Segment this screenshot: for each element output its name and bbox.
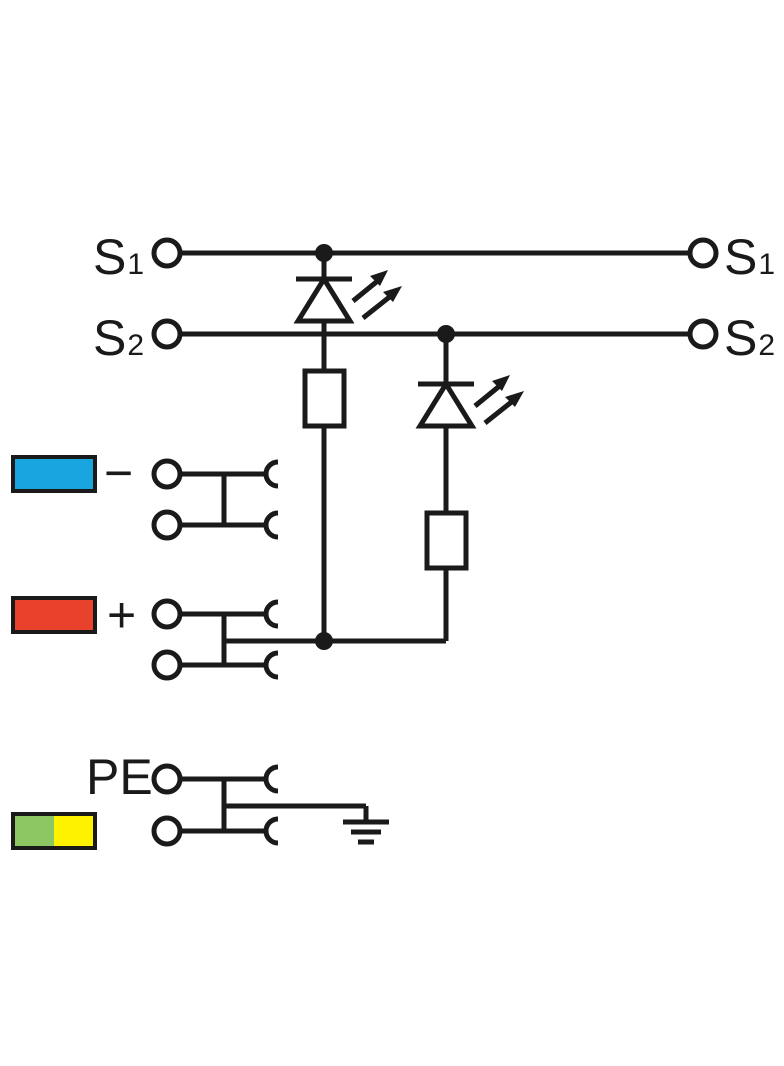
- plus-label: +: [107, 587, 136, 643]
- led-diode-icon: [293, 270, 402, 324]
- spring-clamp-icon: [263, 816, 279, 846]
- terminal-circle-icon: [151, 509, 183, 541]
- spring-clamp-icon: [263, 459, 279, 489]
- terminal-s1-right-icon: [687, 237, 719, 269]
- terminal-circle-icon: [151, 763, 183, 795]
- spring-clamp-icon: [263, 510, 279, 540]
- terminal-s1-left-icon: [151, 237, 183, 269]
- label-s1-left: S1: [93, 229, 144, 285]
- terminal-s2-left-icon: [151, 318, 183, 350]
- bus-s2: [151, 318, 719, 350]
- spring-clamp-icon: [263, 764, 279, 794]
- terminal-circle-icon: [151, 649, 183, 681]
- label-s1-right: S1: [724, 229, 775, 285]
- pe-terminal-group: PE: [11, 749, 389, 850]
- resistor-icon: [424, 510, 469, 571]
- led-diode-icon: [415, 375, 524, 429]
- terminal-circle-icon: [151, 458, 183, 490]
- pe-label: PE: [86, 749, 153, 805]
- resistor-icon: [302, 368, 347, 429]
- plus-terminal-group: +: [11, 587, 279, 681]
- junction-plus: [315, 632, 333, 650]
- minus-color-marker: [11, 455, 97, 493]
- bus-s1: [151, 237, 719, 269]
- ground-icon: [343, 806, 389, 845]
- label-s2-right: S2: [724, 310, 775, 366]
- pe-color-marker: [11, 812, 97, 850]
- light-rays-icon: [473, 375, 524, 425]
- branch-2: [224, 334, 524, 650]
- terminal-circle-icon: [151, 598, 183, 630]
- minus-terminal-group: −: [11, 445, 279, 541]
- spring-clamp-icon: [263, 650, 279, 680]
- light-rays-icon: [351, 270, 402, 320]
- minus-label: −: [104, 445, 133, 501]
- terminal-circle-icon: [151, 815, 183, 847]
- spring-clamp-icon: [263, 599, 279, 629]
- branch-1: [293, 253, 402, 641]
- plus-color-marker: [11, 596, 97, 634]
- terminal-s2-right-icon: [687, 318, 719, 350]
- label-s2-left: S2: [93, 310, 144, 366]
